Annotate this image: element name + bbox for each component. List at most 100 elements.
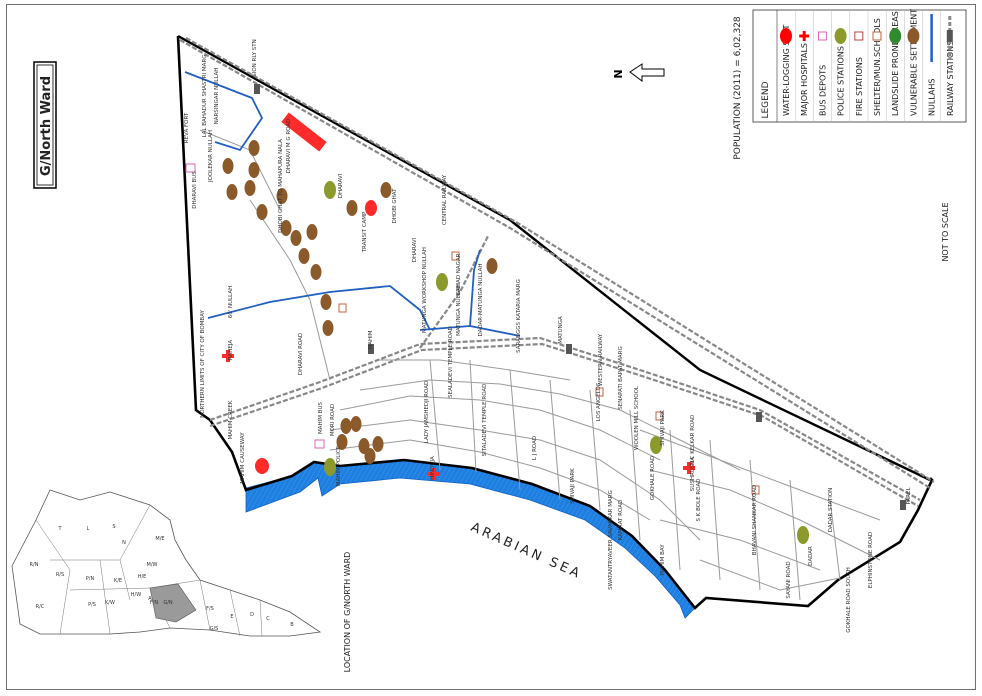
place-label: SAYANI ROAD: [786, 561, 792, 598]
olive-ellipse-icon: [834, 28, 847, 44]
place-label: DHARAVI: [338, 173, 344, 198]
legend-item-label: WATER-LOGGING SPOT: [782, 24, 791, 116]
legend-item-label: LANDSLIDE PRONE AREAS: [891, 11, 900, 116]
settlement-marker: [486, 258, 498, 274]
settlement-marker: [256, 204, 268, 220]
settlement-marker: [322, 320, 334, 336]
place-label: WOOLEN MILL SCHOOL: [634, 385, 640, 450]
place-label: SHIVAJI PARK: [660, 410, 666, 446]
place-label: DADAR-MATUNGA NULLAH: [478, 263, 484, 336]
place-label: LADY JAMSHEDJI ROAD: [424, 381, 430, 443]
place-label: SARANGGS KATARIA MARG: [516, 279, 522, 353]
legend-item-label: RAILWAY STATIONS: [946, 41, 955, 116]
legend-item-label: MAJOR HOSPITALS: [800, 43, 809, 116]
legend-title: LEGEND: [761, 81, 771, 118]
sea-label: ARABIAN SEA: [468, 520, 584, 583]
place-label: ELPHINSTONE ROAD: [868, 532, 874, 588]
settlement-marker: [364, 448, 376, 464]
settlement-marker: [276, 188, 288, 204]
inset-ward-label: K/E: [114, 578, 122, 584]
population-label: POPULATION (2011) = 6,02,328: [733, 16, 743, 160]
inset-ward-label: T: [57, 526, 62, 532]
legend-item-label: NULLAHS: [928, 78, 937, 116]
place-label: SUSHRUSHA: [690, 457, 696, 492]
settlement-marker: [340, 418, 352, 434]
legend-item-label: FIRE STATIONS: [855, 57, 864, 116]
place-label: NARSINGAR NULLAH: [214, 68, 220, 125]
place-label: SION RLY STN: [252, 39, 258, 77]
place-label: MATUNGA: [558, 316, 564, 344]
place-label: CENTRAL RAILWAY: [442, 174, 448, 225]
settlement-marker: [298, 248, 310, 264]
arabian-sea: ARABIAN SEA: [245, 459, 696, 619]
settlement-marker: [320, 294, 332, 310]
place-label: SITALADEVI TEMPLE ROAD: [482, 384, 488, 457]
vulnerable-settlements: [222, 140, 498, 464]
place-label: BHAVANI SHANKAR ROAD: [752, 485, 758, 555]
settlement-marker: [372, 436, 384, 452]
inset-ward-label: R/C: [36, 604, 45, 610]
inset-ward-label: F/S: [206, 606, 214, 612]
place-label: WESTERN RAILWAY: [598, 333, 604, 386]
location-caption: LOCATION OF G/NORTH WARD: [343, 552, 352, 673]
place-label: MATUNGA WORKSHOP NULLAH: [422, 247, 428, 333]
inset-ward-label: H/W: [131, 592, 141, 598]
legend-item-label: BUS DEPOTS: [818, 65, 827, 116]
nullahs: [184, 71, 521, 337]
water-logging-spots: [255, 112, 377, 474]
place-label: NORTHERN LIMITS OF CITY OF BOMBAY: [200, 309, 206, 417]
place-label: TRANSIT CAMP: [362, 211, 368, 253]
ward-boundary: [176, 35, 934, 610]
place-label: DHOBI GHAT: [392, 188, 398, 224]
place-label: SENAPATI BAPAT MARG: [618, 346, 624, 409]
place-label: DHARAVI ROAD: [298, 333, 304, 375]
place-label: N C KELKAR ROAD: [690, 415, 696, 466]
place-label: SEALADEVI TEMPLE ROAD: [448, 326, 454, 398]
settlement-marker: [380, 182, 392, 198]
inset-ward-label: D: [250, 612, 254, 618]
inset-ward-label: B: [290, 622, 294, 628]
red-cross-icon: [799, 31, 810, 41]
inset-ward-label: N: [122, 540, 126, 546]
place-label: DHARAVI BUS: [192, 171, 198, 209]
place-label: DHARAVI: [412, 237, 418, 262]
ward-title: G/North Ward: [39, 76, 54, 176]
place-label: L J ROAD: [532, 436, 538, 460]
legend-item-label: VULNERABLE SETTLEMENT: [909, 9, 918, 116]
north-label: N: [612, 69, 625, 78]
place-label: S K BOLE ROAD: [696, 479, 702, 522]
place-label: LOS ANGELOS: [596, 382, 602, 421]
place-label: PAREL: [906, 487, 912, 505]
inset-ward-label: L: [87, 526, 90, 532]
settlement-marker: [244, 180, 256, 196]
inset-ward-label: H/E: [138, 574, 147, 580]
fire-station-icon-icon: [854, 31, 864, 41]
inset-g-north-highlight: [149, 583, 197, 623]
place-label: SWATANTRYAVEER SAVARKAR MARG: [608, 490, 614, 590]
major-hospitals: [222, 350, 695, 480]
settlement-marker: [280, 220, 292, 236]
scale-note: NOT TO SCALE: [941, 202, 950, 261]
place-label: MAHIM BUS: [318, 401, 324, 434]
place-label: HINDUJA: [430, 456, 436, 480]
legend-item-label: POLICE STATIONS: [837, 46, 846, 116]
inset-ward-label: G/S: [210, 626, 219, 632]
road-network: [199, 129, 881, 601]
inset-ward-label: G/N: [163, 600, 173, 606]
map-frame: [6, 4, 976, 690]
settlement-marker: [226, 184, 238, 200]
place-label: JOOLEKAR NULLAH: [208, 130, 214, 183]
settlement-marker: [346, 200, 358, 216]
place-label: RAHEJA: [228, 340, 234, 360]
railway-stations: [254, 84, 906, 510]
inset-ward-label: K/W: [105, 600, 115, 606]
shelters-schools: [338, 251, 760, 495]
place-label: MAHIM CREEK: [228, 400, 234, 439]
ward-title-box: G/North Ward: [33, 61, 57, 189]
inset-ward-label: P/N: [86, 576, 95, 582]
settlement-marker: [306, 224, 318, 240]
legend-item-label: SHELTER/MUN.SCHOOLS: [873, 18, 882, 116]
